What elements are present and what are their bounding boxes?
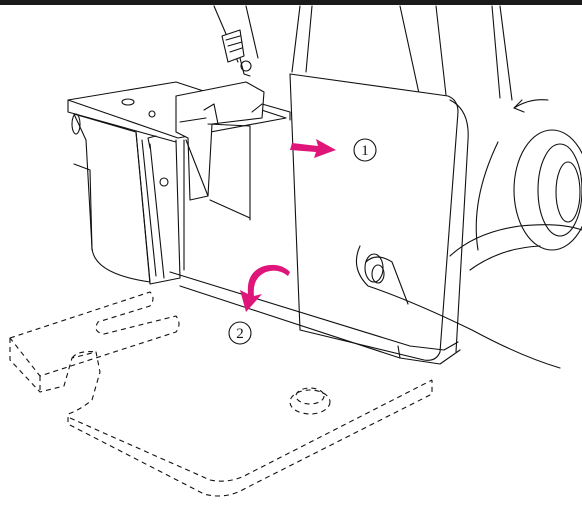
top-rule [0,0,582,5]
step-2-badge: 2 [228,321,252,345]
step-1-number: 1 [361,143,369,159]
machine-body [169,5,582,369]
step-2-number: 2 [236,326,244,342]
looper-cover [67,29,291,285]
step-1-badge: 1 [353,138,377,162]
step-1-arrow [290,139,336,158]
step-2-arrow [240,264,290,312]
extension-table-outline [9,291,433,497]
